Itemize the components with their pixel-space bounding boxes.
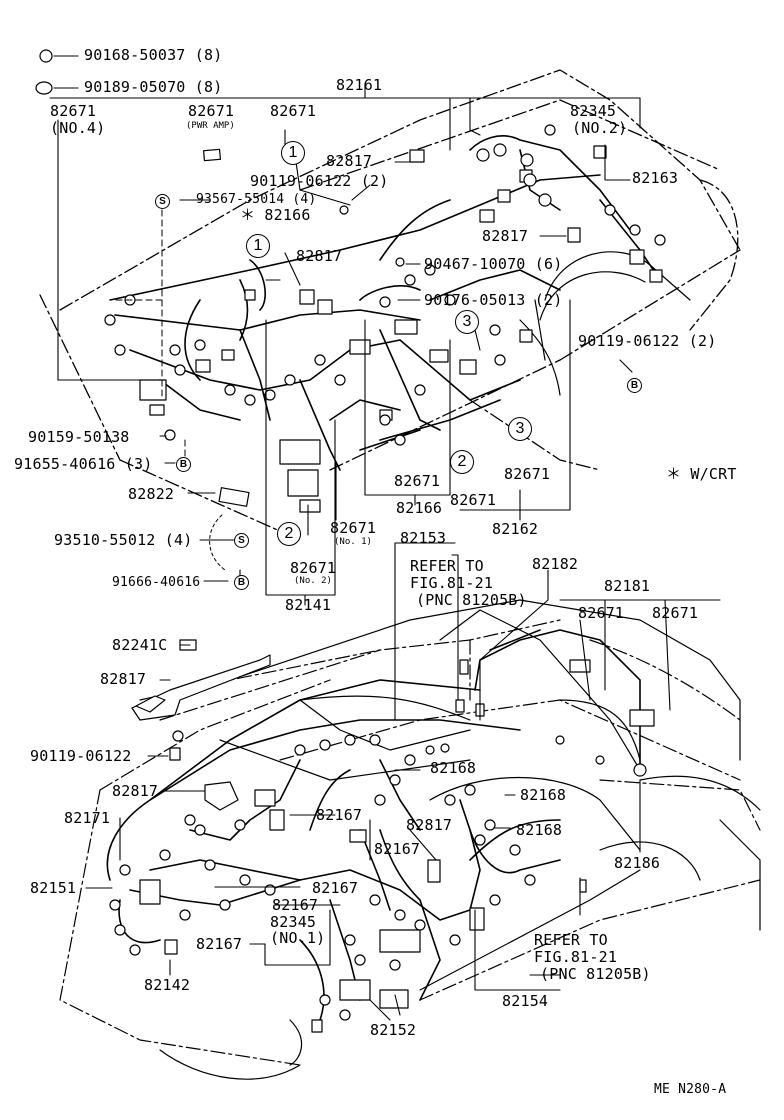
part-label: 82671 bbox=[270, 102, 317, 120]
part-label: 82345 bbox=[270, 913, 317, 931]
part-label: 82241C bbox=[112, 636, 168, 654]
part-label: 82162 bbox=[492, 520, 539, 538]
part-label: 82817 bbox=[326, 152, 373, 170]
part-label: 82182 bbox=[532, 555, 579, 573]
part-label: (No. 2) bbox=[294, 576, 332, 586]
part-label: 90467-10070 (6) bbox=[424, 255, 563, 273]
callout-2: 2 bbox=[277, 522, 301, 546]
part-label: 82817 bbox=[482, 227, 529, 245]
part-label: 82151 bbox=[30, 879, 77, 897]
part-label: 82168 bbox=[516, 821, 563, 839]
part-label: 82142 bbox=[144, 976, 191, 994]
part-label: 82167 bbox=[374, 840, 421, 858]
part-label: 82154 bbox=[502, 992, 549, 1010]
bottom-body-solid bbox=[159, 599, 761, 1080]
callout-1: 1 bbox=[246, 234, 270, 258]
part-label: 82345 bbox=[570, 102, 617, 120]
callout-b: B bbox=[176, 457, 191, 472]
part-label: 82671 bbox=[504, 465, 551, 483]
refer-label: FIG.81-21 bbox=[410, 574, 494, 592]
footer-code: ME N280-A bbox=[654, 1082, 727, 1097]
part-label: 82168 bbox=[430, 759, 477, 777]
part-label: 90168-50037 (8) bbox=[84, 46, 223, 64]
part-label: 90176-05013 (2) bbox=[424, 291, 563, 309]
callout-1: 1 bbox=[281, 141, 305, 165]
part-label: 82671 bbox=[578, 604, 625, 622]
top-dashed bbox=[109, 209, 226, 571]
refer-label: REFER TO bbox=[410, 557, 484, 575]
refer-label: FIG.81-21 bbox=[534, 948, 618, 966]
part-label: 82671 bbox=[652, 604, 699, 622]
part-label: 82817 bbox=[100, 670, 147, 688]
part-label: 90119-06122 bbox=[30, 747, 132, 765]
callout-s: S bbox=[234, 533, 249, 548]
part-label: (NO.4) bbox=[50, 119, 106, 137]
part-label: 82186 bbox=[614, 854, 661, 872]
part-label: 82163 bbox=[632, 169, 679, 187]
part-label: 82671 bbox=[394, 472, 441, 490]
bottom-connectors bbox=[109, 639, 655, 1033]
part-label: 91666-40616 bbox=[112, 575, 201, 590]
note-label: ＊ W/CRT bbox=[666, 465, 737, 483]
callout-2: 2 bbox=[450, 450, 474, 474]
callout-3: 3 bbox=[455, 310, 479, 334]
part-label: 90119-06122 (2) bbox=[578, 332, 717, 350]
part-label: 82166 bbox=[396, 499, 443, 517]
part-label: 82671 bbox=[290, 559, 337, 577]
part-label: 82141 bbox=[285, 596, 332, 614]
part-label: (NO.2) bbox=[572, 119, 628, 137]
part-label: 82671 bbox=[450, 491, 497, 509]
part-label: 93510-55012 (4) bbox=[54, 531, 193, 549]
part-label: 90159-50138 bbox=[28, 428, 130, 446]
part-label: 82817 bbox=[112, 782, 159, 800]
top-leader-lines bbox=[49, 55, 641, 606]
part-label: ＊ 82166 bbox=[240, 206, 311, 224]
bottom-leader-lines bbox=[85, 542, 721, 1021]
part-label: 90119-06122 (2) bbox=[250, 172, 389, 190]
part-label: 82168 bbox=[520, 786, 567, 804]
part-label: (PWR AMP) bbox=[186, 121, 235, 131]
part-label: 82671 bbox=[188, 102, 235, 120]
part-label: 82171 bbox=[64, 809, 111, 827]
refer-label: (PNC 81205B) bbox=[416, 591, 527, 609]
callout-3: 3 bbox=[508, 417, 532, 441]
part-label: 82161 bbox=[336, 76, 383, 94]
part-label: 82167 bbox=[316, 806, 363, 824]
part-label: 82817 bbox=[296, 247, 343, 265]
part-label: 82153 bbox=[400, 529, 447, 547]
callout-b: B bbox=[627, 378, 642, 393]
part-label: (No. 1) bbox=[334, 537, 372, 547]
part-label: 82671 bbox=[330, 519, 377, 537]
part-label: 93567-55014 (4) bbox=[196, 192, 317, 207]
part-label: 82181 bbox=[604, 577, 651, 595]
part-label: 90189-05070 (8) bbox=[84, 78, 223, 96]
top-vehicle-outline bbox=[39, 69, 741, 541]
part-label: 82152 bbox=[370, 1021, 417, 1039]
part-label: 82167 bbox=[272, 896, 319, 914]
refer-label: REFER TO bbox=[534, 931, 608, 949]
part-label: 82167 bbox=[196, 935, 243, 953]
callout-b: B bbox=[234, 575, 249, 590]
part-label: (NO.1) bbox=[270, 929, 326, 947]
part-label: 82822 bbox=[128, 485, 175, 503]
part-label: 82167 bbox=[312, 879, 359, 897]
callout-s: S bbox=[155, 194, 170, 209]
part-label: 82817 bbox=[406, 816, 453, 834]
part-label: 91655-40616 (3) bbox=[14, 455, 153, 473]
part-label: 82671 bbox=[50, 102, 97, 120]
refer-label: (PNC 81205B) bbox=[540, 965, 651, 983]
